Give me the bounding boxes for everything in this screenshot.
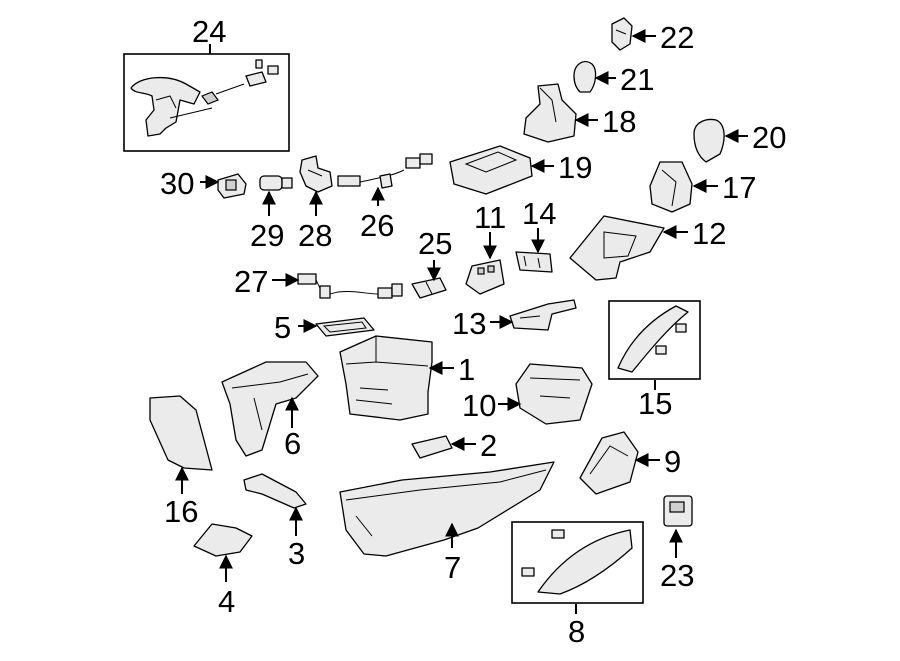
part-28-bracket	[299, 155, 333, 193]
part-7-console-body	[339, 461, 555, 557]
callout-22: 22	[660, 20, 694, 55]
part-29-socket	[259, 175, 293, 191]
part-15-side-trim	[617, 305, 689, 373]
part-23-switch	[663, 495, 693, 527]
part-13-bracket	[509, 299, 577, 331]
callout-25: 25	[418, 226, 452, 261]
callout-24: 24	[192, 14, 226, 49]
part-16-panel	[149, 395, 213, 471]
callout-20: 20	[752, 120, 786, 155]
callout-16: 16	[164, 494, 198, 529]
callout-7: 7	[444, 550, 461, 585]
callout-27: 27	[234, 264, 268, 299]
callout-21: 21	[620, 62, 654, 97]
part-25-switch	[411, 277, 447, 299]
leader-lines	[175, 29, 748, 614]
inset-box-8	[511, 521, 644, 604]
callout-26: 26	[360, 208, 394, 243]
part-20-knob	[693, 118, 725, 163]
part-21-knob-cover	[573, 61, 597, 93]
part-30-plug	[217, 173, 247, 199]
part-9-trim	[579, 431, 639, 495]
part-2-clip	[411, 435, 453, 459]
part-5-tray	[315, 317, 375, 337]
part-4-bracket	[193, 523, 253, 557]
callout-19: 19	[558, 150, 592, 185]
callout-12: 12	[692, 216, 726, 251]
callout-8: 8	[568, 614, 585, 649]
callout-labels: 24 22 21 18 20 19 17 30 29 28 26 11 14 1…	[160, 14, 786, 649]
inset-box-15	[608, 300, 701, 380]
callout-28: 28	[298, 218, 332, 253]
callout-6: 6	[284, 426, 301, 461]
callout-18: 18	[602, 104, 636, 139]
callout-2: 2	[480, 428, 497, 463]
callout-14: 14	[522, 196, 556, 231]
part-3-bracket	[243, 473, 307, 509]
part-12-console-trim	[569, 215, 665, 281]
part-17-boot	[649, 161, 693, 213]
callout-4: 4	[218, 584, 235, 619]
callout-1: 1	[458, 352, 475, 387]
callout-23: 23	[660, 558, 694, 593]
callout-15: 15	[638, 386, 672, 421]
part-14-bracket	[515, 251, 553, 273]
callout-3: 3	[288, 536, 305, 571]
part-8-cover	[521, 529, 633, 595]
part-11-switch-panel	[465, 259, 505, 295]
part-1-console-box	[339, 335, 433, 421]
part-26-harness	[337, 153, 433, 189]
part-27-harness	[297, 273, 403, 299]
callout-10: 10	[462, 388, 496, 423]
callout-17: 17	[722, 170, 756, 205]
part-19-indicator	[449, 145, 533, 195]
part-22-clip	[611, 17, 633, 51]
part-10-housing	[515, 363, 593, 425]
callout-29: 29	[250, 218, 284, 253]
callout-9: 9	[664, 444, 681, 479]
part-24-shift-lever	[130, 59, 279, 137]
part-18-boot	[523, 83, 577, 143]
callout-13: 13	[452, 306, 486, 341]
callout-11: 11	[474, 200, 506, 235]
part-6-armrest	[221, 361, 319, 457]
inset-box-24	[123, 53, 290, 152]
callout-5: 5	[274, 310, 291, 345]
callout-30: 30	[160, 166, 194, 201]
